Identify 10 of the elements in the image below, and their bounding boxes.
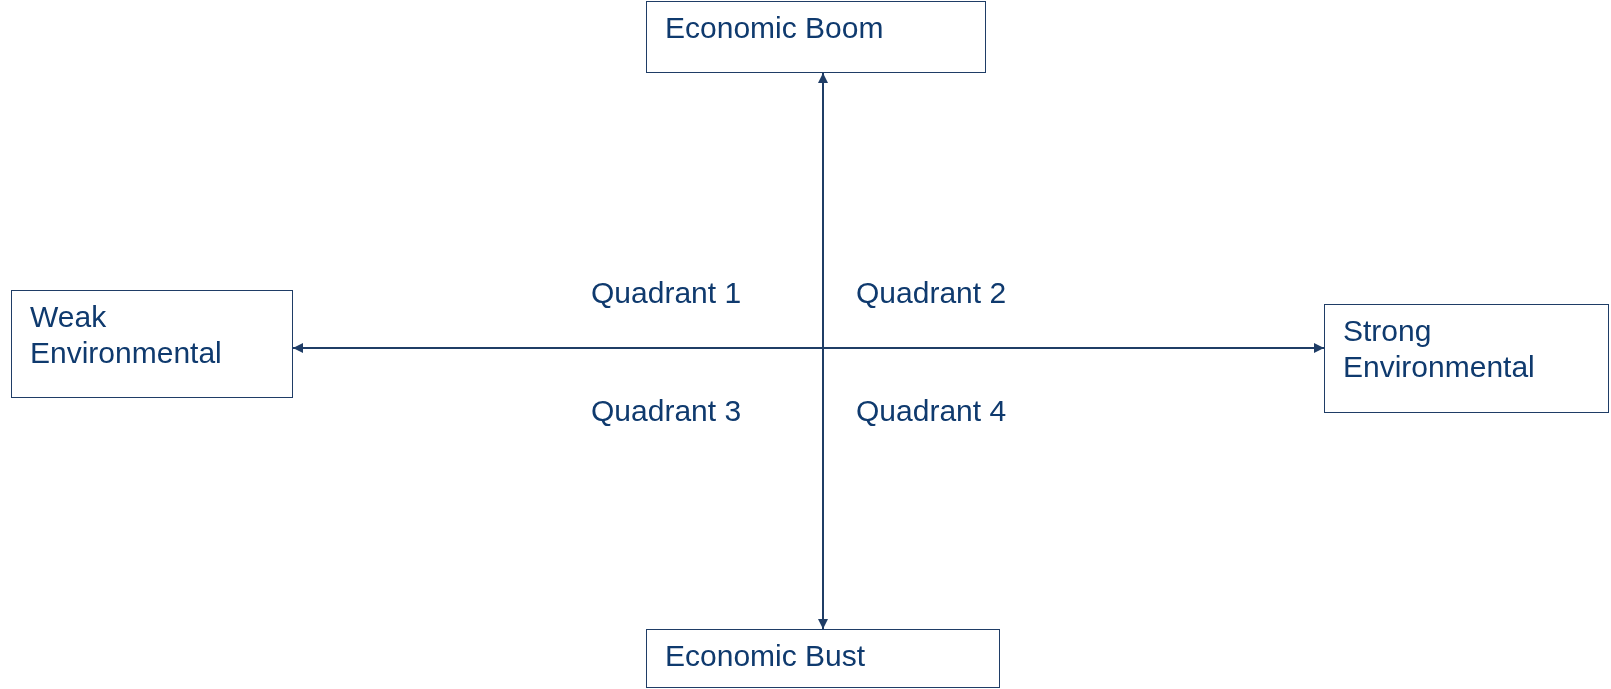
box-label: Economic Boom bbox=[665, 10, 885, 46]
box-label: Weak Environmental bbox=[30, 299, 223, 371]
label-box bbox=[646, 1, 986, 73]
label-box bbox=[11, 290, 293, 398]
box-label: Strong Environmental bbox=[1343, 313, 1536, 385]
double-arrow bbox=[818, 72, 828, 630]
double-arrow bbox=[292, 343, 1325, 353]
label-box bbox=[646, 629, 1000, 688]
label-box bbox=[1324, 304, 1609, 413]
box-label: Economic Bust bbox=[665, 638, 867, 674]
